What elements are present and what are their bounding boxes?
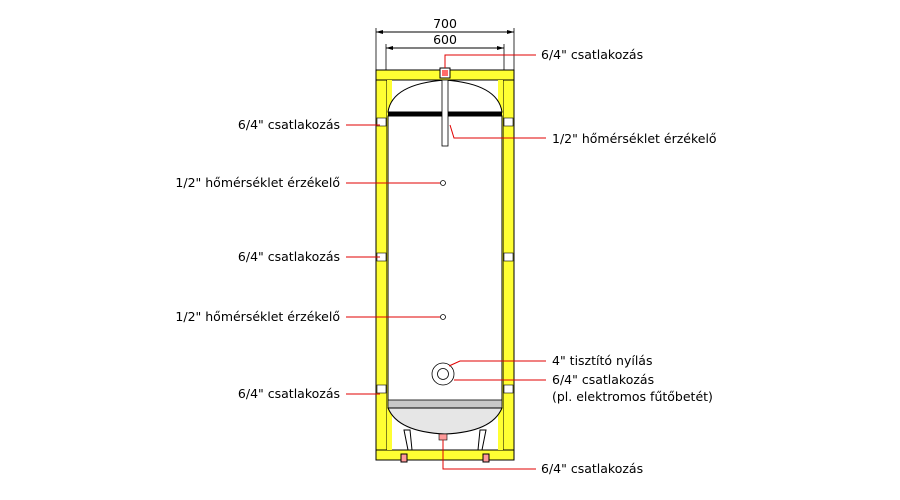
- lower-sensor-port: [440, 314, 446, 320]
- cleaning-opening: [431, 362, 455, 386]
- frame-bottom-bar: [375, 449, 515, 461]
- callout-labels: 6/4" csatlakozás 1/2" hőmérséklet érzéke…: [175, 47, 716, 476]
- top-fittings: [439, 67, 451, 147]
- label-right-lower-connection: 6/4" csatlakozás: [552, 372, 654, 387]
- frame-brackets: [376, 117, 514, 394]
- label-cleaning-opening: 4" tisztító nyílás: [552, 353, 652, 368]
- sensor-ports: [440, 180, 446, 320]
- label-bottom-connection: 6/4" csatlakozás: [541, 461, 643, 476]
- label-left-middle-connection: 6/4" csatlakozás: [238, 249, 340, 264]
- bottom-fitting: [438, 433, 448, 441]
- frame-right-post: [502, 79, 515, 451]
- label-top-sensor: 1/2" hőmérséklet érzékelő: [552, 131, 717, 146]
- label-left-upper-connection: 6/4" csatlakozás: [238, 117, 340, 132]
- leader-bottom-connection: [442, 440, 536, 470]
- label-top-connection: 6/4" csatlakozás: [541, 47, 643, 62]
- leader-top-sensor: [449, 124, 546, 139]
- upper-sensor-port: [440, 180, 446, 186]
- tank-legs: [400, 429, 490, 463]
- label-right-lower-connection-note: (pl. elektromos fűtőbetét): [552, 389, 713, 404]
- label-left-lower-connection: 6/4" csatlakozás: [238, 386, 340, 401]
- leader-lines: [346, 54, 546, 470]
- leader-cleaning-opening: [448, 360, 546, 367]
- outer-width-label: 700: [433, 16, 457, 31]
- label-left-lower-sensor: 1/2" hőmérséklet érzékelő: [175, 309, 340, 324]
- label-left-upper-sensor: 1/2" hőmérséklet érzékelő: [175, 175, 340, 190]
- tank-shell: [387, 115, 503, 407]
- dimension-outer: 700: [375, 16, 515, 70]
- inner-width-label: 600: [433, 32, 457, 47]
- tank-bottom-band: [387, 399, 503, 409]
- leader-top-connection: [444, 54, 536, 68]
